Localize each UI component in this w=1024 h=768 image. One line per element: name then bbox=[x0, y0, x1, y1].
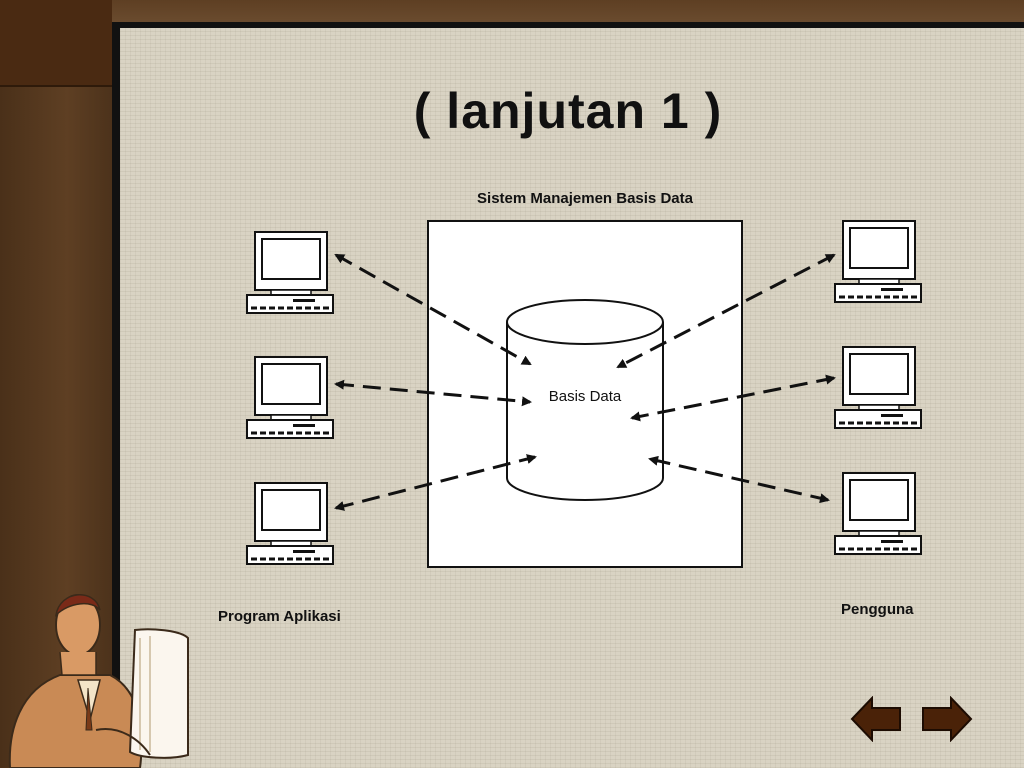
database-label: Basis Data bbox=[548, 388, 622, 405]
computer-icon bbox=[833, 471, 923, 556]
data-flow-arrow bbox=[616, 253, 836, 369]
left-group-label: Program Aplikasi bbox=[218, 608, 341, 625]
computer-icon bbox=[833, 345, 923, 430]
right-group-label: Pengguna bbox=[841, 601, 914, 618]
data-flow-arrow bbox=[630, 374, 836, 422]
left-arrow-icon bbox=[850, 696, 901, 742]
computer-icon bbox=[245, 230, 335, 315]
right-arrow-icon bbox=[922, 696, 973, 742]
data-flow-arrow bbox=[648, 455, 830, 504]
computer-icon bbox=[245, 481, 335, 566]
previous-slide-button[interactable] bbox=[850, 696, 902, 742]
next-slide-button[interactable] bbox=[921, 696, 973, 742]
data-flow-arrow bbox=[334, 454, 537, 511]
computer-icon bbox=[245, 355, 335, 440]
corner-block bbox=[0, 0, 112, 87]
computer-icon bbox=[833, 219, 923, 304]
slide-title: ( lanjutan 1 ) bbox=[413, 83, 723, 139]
dbms-label: Sistem Manajemen Basis Data bbox=[477, 190, 693, 207]
person-at-computer-illustration bbox=[8, 594, 189, 768]
data-flow-arrow bbox=[334, 379, 532, 407]
top-frame bbox=[0, 0, 1024, 22]
data-flow-arrow bbox=[334, 253, 532, 366]
